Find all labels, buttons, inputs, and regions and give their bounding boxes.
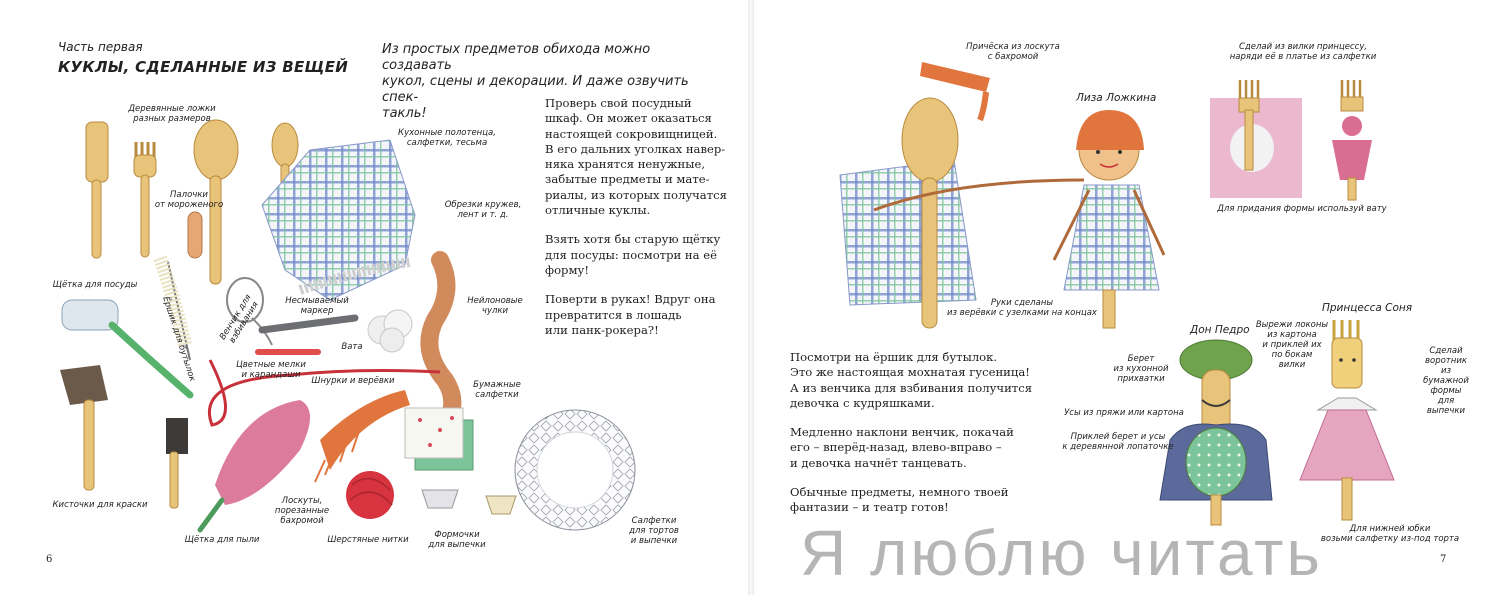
fork-princess-small-icon	[1332, 80, 1372, 201]
page-number-left: 6	[46, 554, 53, 565]
wooden-spoons-icon	[85, 119, 299, 285]
label-liza-name: Лиза Ложкина	[1076, 92, 1157, 104]
don-pedro-puppet-icon	[1159, 339, 1273, 526]
label-cotton-shape: Для придания формы используй вату	[1217, 204, 1387, 214]
towel-with-spoon-icon	[839, 97, 1085, 329]
label-lace-scraps: Обрезки кружев,лент и т. д.	[444, 200, 522, 220]
left-illustrations	[60, 119, 636, 533]
paint-brushes-icon	[60, 365, 188, 509]
fringe-fabric-icon	[314, 390, 410, 483]
baking-molds-icon	[421, 489, 517, 515]
watermark: Я люблю читать	[800, 517, 1323, 589]
label-yarn: Шерстяные нитки	[327, 535, 409, 545]
fork-and-napkin-icon	[1210, 80, 1302, 198]
label-fork-princess: Сделай из вилки принцессу,наряди её в пл…	[1229, 42, 1377, 62]
label-cords: Шнурки и верёвки	[311, 376, 395, 386]
cotton-wool-icon	[367, 309, 413, 353]
label-kitchen-towels: Кухонные полотенца,салфетки, тесьма	[398, 128, 496, 148]
yarn-ball-icon	[346, 471, 394, 519]
liza-doll-icon	[1052, 110, 1166, 329]
label-dish-brush: Щётка для посуды	[52, 280, 138, 290]
cake-doily-icon	[514, 409, 636, 531]
bottle-brush-icon	[153, 255, 192, 361]
ice-cream-sticks-icon	[187, 211, 203, 259]
section-label: Часть первая	[58, 40, 143, 54]
princess-sonya-puppet-icon	[1299, 320, 1395, 521]
dish-brush-icon	[61, 299, 194, 399]
right-body-text: Посмотри на ёршик для бутылок.Это же нас…	[790, 350, 1080, 530]
page-number-right: 7	[1440, 554, 1447, 565]
intro-text: Из простых предметов обихода можно созда…	[382, 42, 689, 121]
section-title: КУКЛЫ, СДЕЛАННЫЕ ИЗ ВЕЩЕЙ	[58, 58, 349, 76]
fringe-hair-icon	[920, 62, 990, 122]
paper-napkins-icon	[404, 407, 474, 471]
label-dust-brush: Щётка для пыли	[184, 535, 260, 545]
nylon-stocking-icon	[420, 251, 462, 429]
label-mustache: Усы из пряжи или картона	[1064, 408, 1184, 418]
label-paint-brushes: Кисточки для краски	[52, 500, 148, 510]
left-page: Часть первая КУКЛЫ, СДЕЛАННЫЕ ИЗ ВЕЩЕЙ И…	[0, 0, 748, 595]
dust-brush-icon	[197, 400, 310, 533]
label-don-pedro: Дон Педро	[1190, 324, 1250, 336]
marker-icon	[258, 314, 359, 334]
right-illustrations	[839, 62, 1395, 526]
label-cotton: Вата	[341, 342, 363, 352]
paragraph-4: Посмотри на ёршик для бутылок.Это же нас…	[790, 350, 1033, 410]
book-spine	[748, 0, 754, 595]
kitchen-towel-icon	[261, 139, 416, 301]
label-princess-sonya: Принцесса Соня	[1322, 302, 1413, 314]
cords-icon	[207, 359, 441, 427]
